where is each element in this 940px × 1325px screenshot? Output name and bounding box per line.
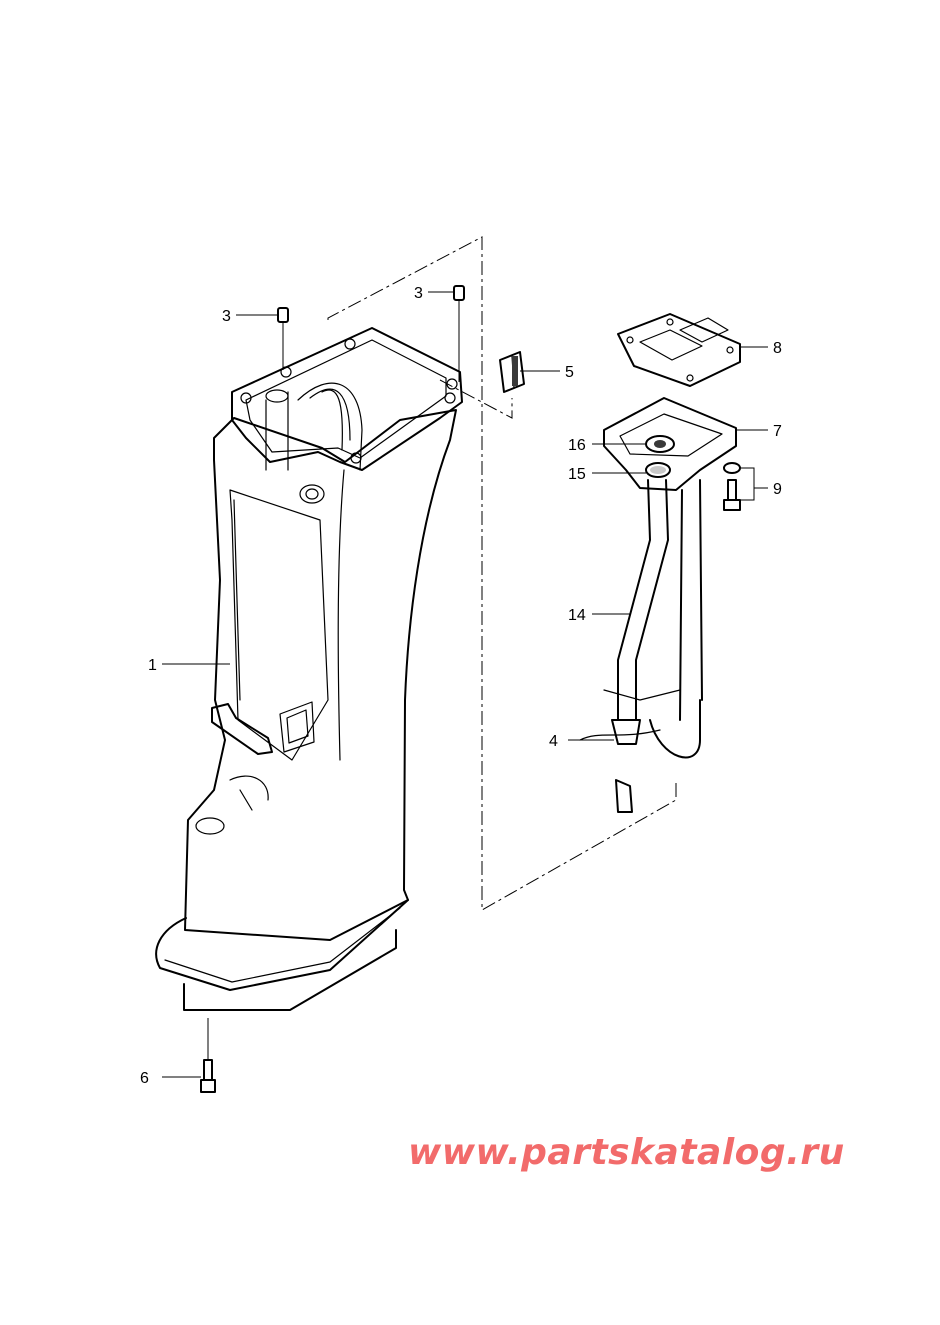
callout-7: 7 (773, 423, 782, 440)
callout-3-left: 3 (222, 308, 231, 325)
callout-8: 8 (773, 340, 782, 357)
assembly-reference-lines (327, 236, 677, 911)
callout-3-right: 3 (414, 285, 423, 302)
grommet (579, 719, 661, 813)
callout-16: 16 (568, 437, 586, 454)
oil-pickup-pipe (617, 479, 669, 721)
dowel-pin-left (277, 307, 289, 323)
exhaust-guide-tube (603, 479, 703, 759)
callout-15: 15 (568, 466, 586, 483)
callout-9: 9 (773, 481, 782, 498)
washer (723, 462, 741, 474)
oil-pickup-bracket (603, 397, 737, 491)
callout-4: 4 (549, 733, 558, 750)
bolt-small (723, 479, 741, 511)
callout-14: 14 (568, 607, 586, 624)
bolt-bottom (200, 1059, 216, 1093)
rubber-seal (499, 351, 525, 393)
drive-shaft-housing (155, 327, 463, 1011)
callout-1: 1 (148, 657, 157, 674)
callout-labels: 1 3 3 5 8 7 16 15 9 14 4 6 (140, 285, 782, 1087)
watermark-url: www.partskatalog.ru (408, 1132, 845, 1173)
callout-5: 5 (565, 364, 574, 381)
dowel-pin-right (453, 285, 465, 301)
leader-lines (162, 291, 768, 1078)
callout-6: 6 (140, 1070, 149, 1087)
gasket (617, 313, 741, 387)
o-ring (645, 462, 671, 478)
